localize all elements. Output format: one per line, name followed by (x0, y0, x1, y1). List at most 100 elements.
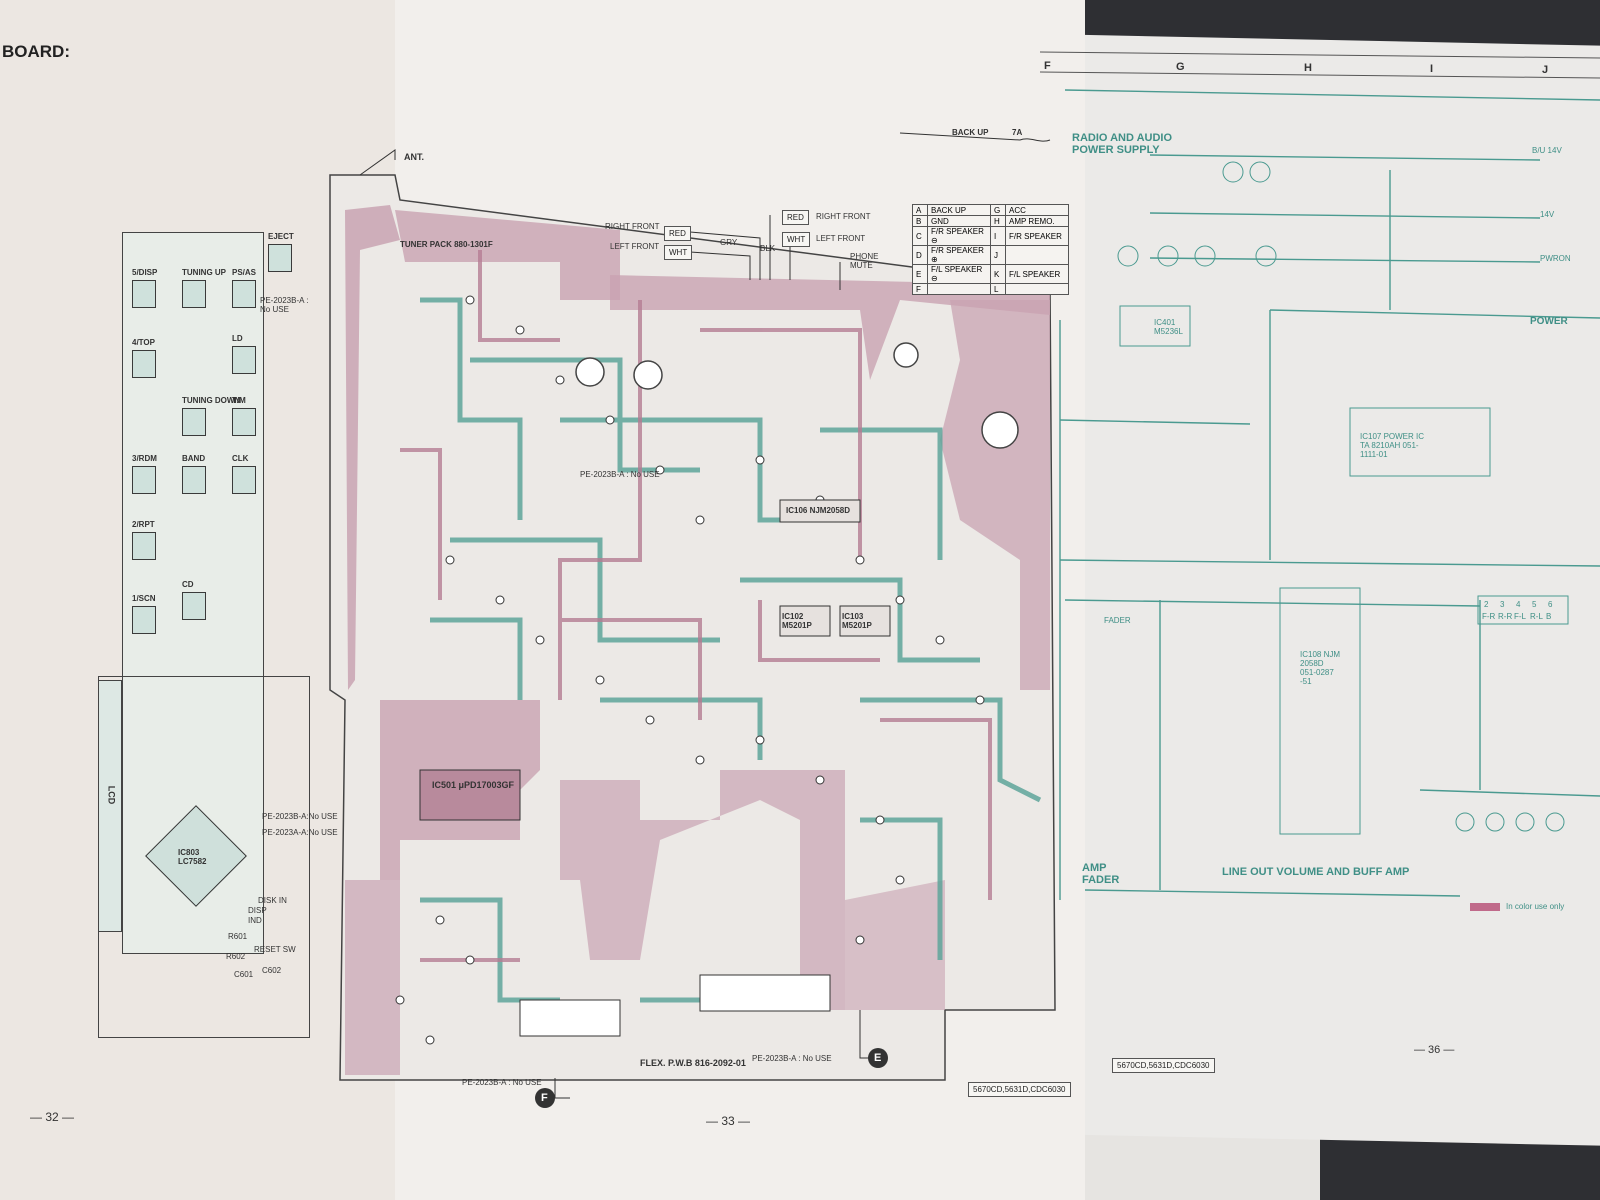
connector-cell: F/L SPEAKER ⊖ (927, 264, 991, 284)
pin-number: 2 (1484, 600, 1489, 609)
pin-number: 6 (1548, 600, 1553, 609)
flex-pwb-label: FLEX. P.W.B 816-2092-01 (640, 1058, 746, 1068)
connector-cell: BACK UP (927, 204, 991, 216)
pin-label: B (1546, 612, 1552, 621)
power-label: POWER (1530, 316, 1568, 327)
backup-label: BACK UP (952, 128, 989, 137)
key-label: TUNING UP (182, 268, 226, 277)
connector-cell: F/L SPEAKER (1005, 264, 1069, 284)
key-label: 2/RPT (132, 520, 155, 529)
right-front-label: RIGHT FRONT (605, 222, 660, 231)
key-switch (268, 244, 292, 272)
blk-wire-label: BLK (760, 244, 776, 253)
key-label: TUNING DOWN (182, 396, 241, 405)
pe-note-bottom-right: PE-2023B-A : No USE (752, 1054, 832, 1063)
column-letter: F (1044, 60, 1051, 72)
key-label: LD (232, 334, 243, 343)
color-note: In color use only (1506, 902, 1565, 911)
column-letter: J (1542, 64, 1549, 76)
key-label: BAND (182, 454, 206, 463)
marker-e: E (874, 1052, 882, 1064)
ic107-label: IC107 POWER IC TA 8210AH 051-1111-01 (1360, 432, 1425, 459)
radio-power-title: RADIO AND AUDIO POWER SUPPLY (1072, 132, 1173, 156)
ic501-label: IC501 μPD17003GF (432, 780, 515, 790)
pin-label: R-L (1530, 612, 1543, 621)
connector-cell: H (990, 215, 1006, 227)
key-switch (132, 280, 156, 308)
left-small-label-4: IND (248, 916, 262, 925)
connector-cell: L (990, 283, 1006, 295)
ic102-label: IC102 M5201P (782, 612, 812, 630)
tuner-pack-label: TUNER PACK 880-1301F (400, 240, 493, 249)
key-label: 4/TOP (132, 338, 155, 347)
pin-number: 4 (1516, 600, 1521, 609)
column-letter: H (1304, 62, 1312, 74)
connector-cell: I (990, 226, 1006, 246)
left-small-label-8: C601 (234, 970, 254, 979)
column-letter: I (1430, 63, 1434, 75)
left-small-label-3: DISP (248, 906, 267, 915)
left-page-number: — 32 — (30, 1110, 75, 1124)
left-front-label: LEFT FRONT (610, 242, 660, 251)
key-label: CLK (232, 454, 249, 463)
key-label: PS/AS (232, 268, 257, 277)
key-switch (182, 280, 206, 308)
column-letter: G (1176, 61, 1185, 73)
key-label: 1/SCN (132, 594, 156, 603)
pin-number: 3 (1500, 600, 1505, 609)
gry-wire-label: GRY (720, 238, 738, 247)
marker-f: F (541, 1092, 548, 1104)
pe-note-center: PE-2023B-A : No USE (580, 470, 660, 479)
pwron-label: PWRON (1540, 254, 1571, 263)
key-label: T/M (232, 396, 246, 405)
left-small-label-0: PE-2023B-A:No USE (262, 812, 338, 821)
connector-cell: E (912, 264, 928, 284)
key-switch (182, 408, 206, 436)
connector-cell: F (912, 283, 928, 295)
wht-left-box: WHT (782, 232, 811, 247)
key-label: EJECT (268, 232, 294, 241)
pin-label: R-R (1498, 612, 1513, 621)
key-switch (232, 408, 256, 436)
ant-label: ANT. (404, 152, 424, 162)
eject-pe-note: PE-2023B-A : No USE (260, 296, 309, 314)
line-out-label: LINE OUT VOLUME AND BUFF AMP (1222, 866, 1410, 878)
fuse-label: 7A (1012, 128, 1023, 137)
pin-label: F-R (1482, 612, 1496, 621)
middle-page-number: — 33 — (706, 1114, 751, 1128)
left-small-label-5: RESET SW (254, 945, 296, 954)
connector-cell: D (912, 245, 928, 265)
key-label: 5/DISP (132, 268, 158, 277)
left-small-label-2: DISK IN (258, 896, 287, 905)
ic803-label: IC803 LC7582 (178, 848, 207, 866)
red-right-box: RED (782, 210, 809, 225)
connector-cell: F/R SPEAKER ⊖ (927, 226, 991, 246)
connector-cell (927, 283, 991, 295)
key-switch (132, 532, 156, 560)
connector-cell: K (990, 264, 1006, 284)
connector-cell (1005, 283, 1069, 295)
key-switch (132, 466, 156, 494)
connector-cell: A (912, 204, 928, 216)
ic103-label: IC103 M5201P (842, 612, 872, 630)
fader-label: FADER (1104, 616, 1131, 625)
key-switch (182, 466, 206, 494)
wht-wire-label: WHT (664, 245, 693, 260)
key-switch (232, 466, 256, 494)
connector-cell: J (990, 245, 1006, 265)
connector-cell: B (912, 215, 928, 227)
ic108-label: IC108 NJM 2058D 051-0287 -51 (1300, 650, 1341, 686)
connector-cell: GND (927, 215, 991, 227)
connector-cell: AMP REMO. (1005, 215, 1069, 227)
amp-fader-label: AMP FADER (1082, 862, 1120, 886)
middle-model-box: 5670CD,5631D,CDC6030 (968, 1082, 1071, 1097)
red-wire-label: RED (664, 226, 691, 241)
